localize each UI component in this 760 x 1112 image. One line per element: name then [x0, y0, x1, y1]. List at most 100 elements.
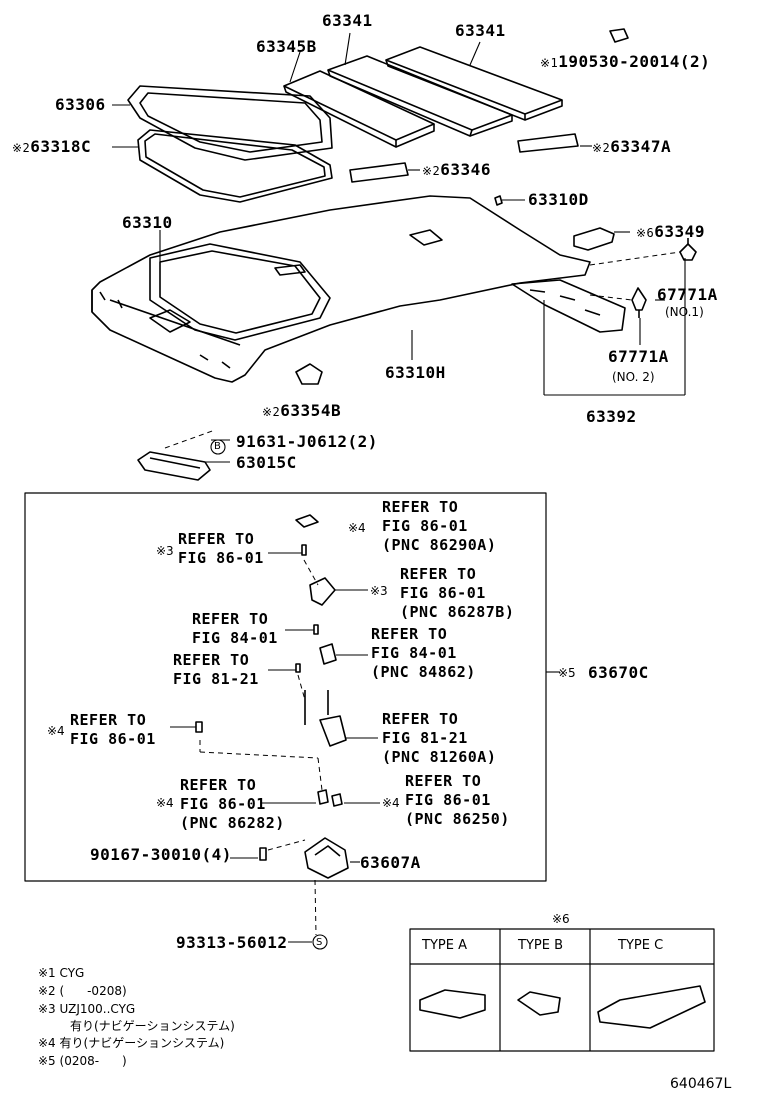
diagram-code: 640467L: [670, 1076, 732, 1092]
panel-63341-left: [327, 55, 513, 137]
fn-text-2: ( -0208): [59, 984, 127, 998]
ref-86-01-a: REFER TO FIG 86-01: [178, 530, 264, 567]
mark-1: ※1: [540, 56, 559, 70]
type-c-header: TYPE C: [618, 938, 664, 953]
ref-81260a: REFER TO FIG 81-21 (PNC 81260A): [382, 710, 497, 766]
mark-4-b: ※4: [47, 724, 65, 738]
part-86287b: [309, 577, 336, 606]
bracket-63015c: [137, 451, 211, 481]
label-63318c-code: 63318C: [30, 137, 92, 156]
ref-86290a: REFER TO FIG 86-01 (PNC 86290A): [382, 498, 497, 554]
label-63310h: 63310H: [385, 363, 446, 382]
pad-63347a: [517, 133, 579, 153]
circle-s: [312, 934, 328, 950]
label-63670c: 63670C: [588, 663, 649, 682]
label-no2: (NO. 2): [612, 370, 655, 384]
mark-2b: ※2: [592, 141, 611, 155]
mark-2: ※2: [12, 141, 31, 155]
fn-text-4: 有り(ナビゲーションシステム): [59, 1036, 225, 1050]
sunshade-63306: [127, 85, 333, 161]
type-table: [409, 928, 715, 1052]
label-63354b: ※263354B: [262, 402, 341, 421]
mark-4-c: ※4: [156, 796, 174, 810]
leader-lines: [112, 32, 686, 943]
type-c-shape: [597, 985, 706, 1029]
fn-mark-4: ※4: [38, 1036, 56, 1050]
fn-mark-2: ※2: [38, 984, 56, 998]
label-63607a: 63607A: [360, 853, 421, 872]
label-63015c: 63015C: [236, 453, 297, 472]
label-63310: 63310: [122, 213, 173, 232]
part-86250: [331, 793, 343, 807]
label-63346: ※263346: [422, 161, 491, 180]
mark-4-a: ※4: [348, 521, 366, 535]
fn-mark-5: ※5: [38, 1054, 56, 1068]
screw-86-01-left: [195, 721, 203, 733]
mark-5: ※5: [558, 666, 576, 680]
label-67771a-2: 67771A: [608, 347, 669, 366]
circle-b-letter: B: [214, 441, 221, 452]
fn-text-5: (0208- ): [59, 1054, 127, 1068]
screw-86-01: [301, 544, 307, 556]
circle-s-letter: S: [316, 937, 323, 948]
label-no1: (NO.1): [665, 305, 704, 319]
mark-4-d: ※4: [382, 796, 400, 810]
circle-b: [210, 439, 226, 455]
ref-86282: REFER TO FIG 86-01 (PNC 86282): [180, 776, 285, 832]
ref-84862: REFER TO FIG 84-01 (PNC 84862): [371, 625, 476, 681]
ref-86250: REFER TO FIG 86-01 (PNC 86250): [405, 772, 510, 828]
fn-text-1: CYG: [59, 966, 85, 980]
label-63310d: 63310D: [528, 190, 589, 209]
part-86282: [317, 789, 329, 805]
label-63392: 63392: [586, 407, 637, 426]
screw-90167: [259, 847, 267, 861]
part-84862: [319, 643, 337, 665]
mark-2c: ※2: [422, 164, 441, 178]
label-90530: ※1190530-20014(2): [540, 53, 710, 72]
label-63318c: ※263318C: [12, 138, 91, 157]
fn-mark-3: ※3: [38, 1002, 56, 1016]
label-90530-code: 190530-20014(2): [558, 52, 711, 71]
pad-63346: [349, 162, 409, 183]
part-81260a: [304, 690, 347, 747]
clip-63310d: [494, 195, 503, 206]
label-91631: 91631-J0612(2): [236, 432, 378, 451]
mark-3-b: ※3: [370, 584, 388, 598]
fn-text-3: UZJ100..CYG: [59, 1002, 136, 1016]
label-67771a-1: 67771A: [657, 285, 718, 304]
clip-90530: [609, 28, 629, 43]
label-63347a: ※263347A: [592, 138, 671, 157]
label-63341-b: 63341: [455, 21, 506, 40]
footnote-3: ※3 UZJ100..CYG: [38, 1002, 135, 1016]
type-a-header: TYPE A: [422, 938, 467, 953]
label-63354b-code: 63354B: [280, 401, 342, 420]
panel-63341-right: [385, 46, 563, 121]
screw-81-21: [295, 663, 301, 673]
footnote-4: ※4 有り(ナビゲーションシステム): [38, 1036, 224, 1050]
ref-86-01-b: REFER TO FIG 86-01: [70, 711, 156, 748]
label-63346-code: 63346: [440, 160, 491, 179]
part-86290a: [295, 514, 319, 528]
cover-63349: [573, 227, 615, 251]
footnote-1: ※1 CYG: [38, 966, 84, 980]
label-63349: ※663349: [636, 223, 705, 242]
mark-2d: ※2: [262, 405, 281, 419]
dashed-lines: [164, 251, 681, 936]
clip-67771a-no1: [679, 238, 697, 261]
ref-86287b: REFER TO FIG 86-01 (PNC 86287B): [400, 565, 515, 621]
assembly-box: [24, 492, 547, 882]
label-63341-a: 63341: [322, 11, 373, 30]
footnote-3b: 有り(ナビゲーションシステム): [70, 1019, 235, 1033]
panel-63345b: [283, 70, 435, 148]
label-63306: 63306: [55, 95, 106, 114]
label-63347a-code: 63347A: [610, 137, 672, 156]
label-63345b: 63345B: [256, 37, 317, 56]
mark-6: ※6: [636, 226, 655, 240]
clip-67771a-no2: [631, 287, 647, 318]
holder-63354b: [295, 363, 323, 385]
seal-63318c: [137, 129, 333, 203]
type-a-shape: [419, 989, 486, 1019]
rail-63392: [511, 279, 626, 333]
footnote-5: ※5 (0208- ): [38, 1054, 127, 1068]
